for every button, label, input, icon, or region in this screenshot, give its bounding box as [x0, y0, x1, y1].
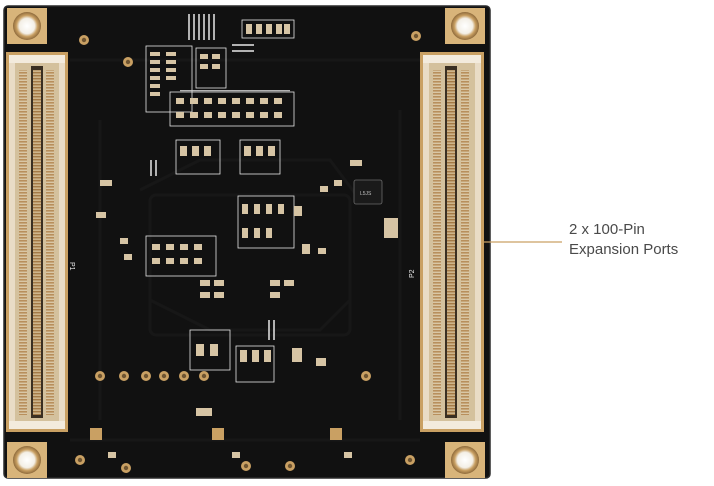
left-connector-label: P1 [68, 262, 75, 271]
chip-marking: L5JS [360, 191, 372, 197]
right-expansion-connector [420, 52, 484, 432]
pcb-board [4, 6, 490, 478]
mounting-hole-top-right [445, 8, 485, 44]
callout-line-2: Expansion Ports [569, 241, 679, 258]
via-pads [75, 31, 421, 473]
mounting-hole-bottom-left [7, 442, 47, 478]
left-expansion-connector [6, 52, 68, 432]
silkscreen-markings [150, 14, 290, 340]
mounting-hole-bottom-right [445, 442, 485, 478]
mounting-hole-top-left [7, 8, 47, 44]
callout-line-1: 2 x 100-Pin [569, 221, 645, 238]
right-connector-label: P2 [409, 269, 416, 278]
smd-components: L5JS [90, 19, 398, 458]
expansion-ports-callout: 2 x 100-Pin Expansion Ports [569, 220, 678, 260]
